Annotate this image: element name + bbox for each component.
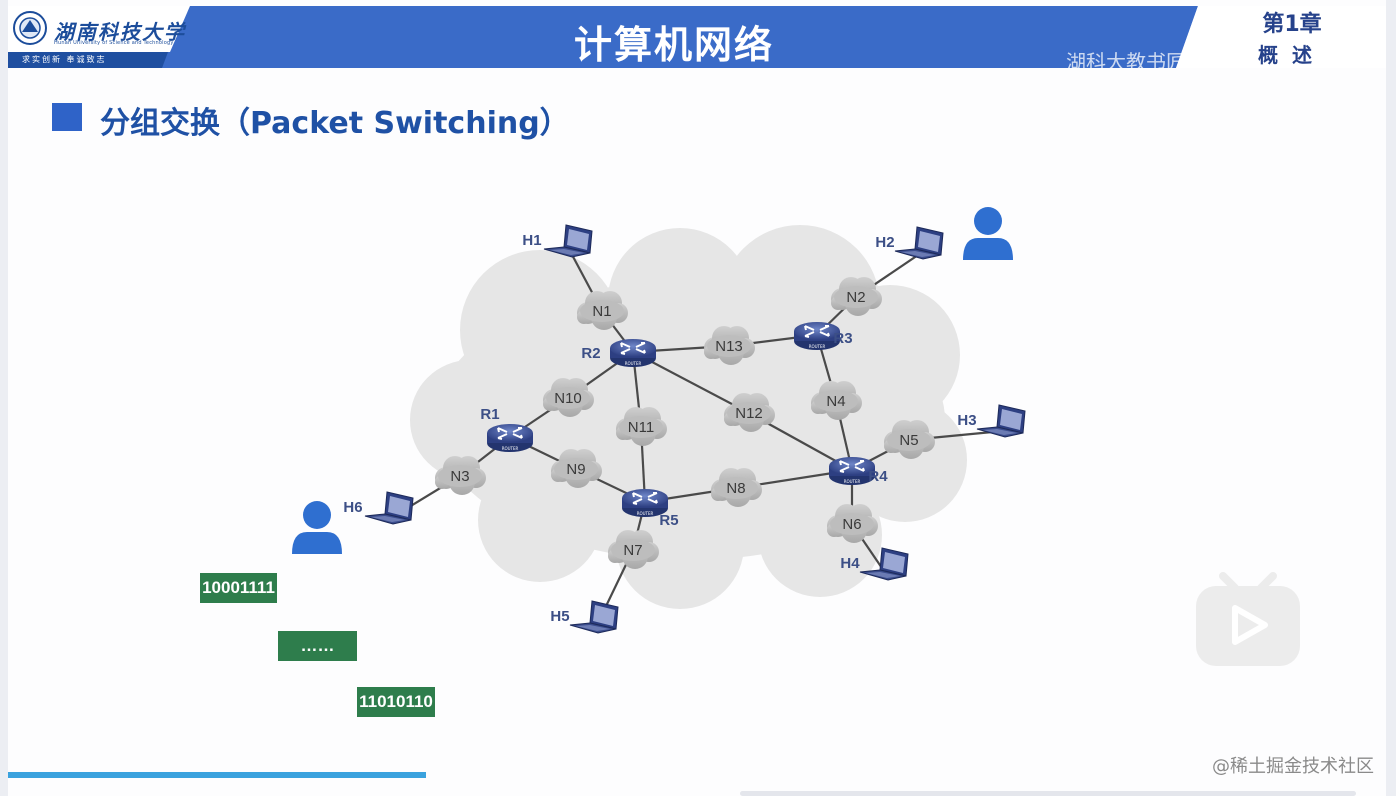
network-cloud-n3: N3 (435, 456, 486, 495)
network-label: N8 (726, 480, 745, 497)
network-cloud-n5: N5 (884, 420, 935, 459)
left-frame (0, 0, 8, 796)
router-arrows-icon (497, 427, 523, 440)
network-cloud-n1: N1 (577, 291, 628, 330)
router-tag: ROUTER (625, 361, 642, 366)
router-tag: ROUTER (809, 344, 826, 349)
university-logo-title: 湖南科技大学 (54, 20, 186, 44)
chapter-badge: 第1章 概述 (1258, 10, 1326, 68)
section-marker (52, 103, 82, 131)
host-label: H4 (840, 555, 860, 572)
network-label: N5 (899, 432, 918, 449)
network-cloud-n12: N12 (724, 393, 775, 432)
network-label: N13 (715, 338, 743, 355)
host-label: H3 (957, 412, 976, 429)
network-label: N1 (592, 303, 611, 320)
network-label: N4 (826, 393, 845, 410)
router-label: R3 (833, 330, 852, 347)
router-tag: ROUTER (502, 446, 519, 451)
router-tag: ROUTER (844, 479, 861, 484)
progress-bar (8, 772, 426, 778)
network-label: N6 (842, 516, 861, 533)
router-r3: ROUTER R3 (794, 322, 853, 350)
network-cloud-n4: N4 (811, 381, 862, 420)
network-cloud-n11: N11 (616, 407, 667, 446)
router-arrows-icon (620, 342, 646, 355)
chapter-number: 第1章 (1262, 12, 1322, 37)
router-arrows-icon (839, 460, 865, 473)
router-arrows-icon (632, 492, 658, 505)
laptop-icon: H6 (343, 491, 414, 525)
page-title: 计算机网络 (574, 23, 775, 67)
network-cloud-n9: N9 (551, 449, 602, 488)
network-cloud-n6: N6 (827, 504, 878, 543)
university-logo-subtitle: Hunan University of Science and Technolo… (54, 40, 174, 46)
router-arrows-icon (804, 325, 830, 338)
slide-header: 湖南科技大学 Hunan University of Science and T… (8, 6, 1386, 68)
nodes-layer: N1N2N3N4N5N6N7N8N9N10N11N12N13ROUTERR1RO… (343, 224, 1026, 634)
router-label: R1 (480, 406, 499, 423)
author-watermark: 湖科大教书匠 (1066, 50, 1186, 68)
user-icon (292, 501, 342, 554)
router-r4: ROUTER R4 (829, 457, 888, 485)
network-label: N12 (735, 405, 763, 422)
packet-ellipsis: …… (278, 631, 357, 661)
header-background (8, 6, 1386, 68)
footer-credit: @稀土掘金技术社区 (1212, 756, 1374, 777)
network-label: N7 (623, 542, 642, 559)
router-label: R5 (659, 512, 678, 529)
bottom-strip (740, 791, 1356, 796)
network-cloud-n7: N7 (608, 530, 659, 569)
network-cloud-n10: N10 (543, 378, 594, 417)
laptop-icon: H2 (875, 226, 944, 260)
router-r2: ROUTER R2 (581, 339, 656, 367)
user-icon (963, 207, 1013, 260)
packet-bits: 11010110 (357, 687, 435, 717)
network-label: N3 (450, 468, 469, 485)
laptop-icon: H1 (522, 224, 593, 258)
chapter-name: 概述 (1258, 43, 1326, 67)
router-label: R4 (868, 468, 888, 485)
network-cloud-n2: N2 (831, 277, 882, 316)
laptop-icon: H4 (840, 547, 909, 581)
laptop-icon: H3 (957, 404, 1026, 438)
university-motto: 求实创新 奉诚致志 (22, 55, 107, 64)
network-cloud-n13: N13 (704, 326, 755, 365)
network-label: N9 (566, 461, 585, 478)
host-label: H2 (875, 234, 894, 251)
network-label: N2 (846, 289, 865, 306)
host-label: H1 (522, 232, 541, 249)
host-label: H6 (343, 499, 362, 516)
section-title: 分组交换（Packet Switching） (100, 106, 570, 141)
play-icon[interactable] (1193, 572, 1303, 668)
packet-bits: 10001111 (200, 573, 277, 603)
router-tag: ROUTER (637, 511, 654, 516)
network-cloud-n8: N8 (711, 468, 762, 507)
right-frame (1386, 0, 1396, 796)
router-r1: ROUTER R1 (480, 406, 533, 452)
host-label: H5 (550, 608, 569, 625)
network-label: N10 (554, 390, 582, 407)
router-label: R2 (581, 345, 600, 362)
router-r5: ROUTER R5 (622, 489, 679, 529)
laptop-icon: H5 (550, 600, 619, 634)
network-label: N11 (628, 419, 654, 436)
